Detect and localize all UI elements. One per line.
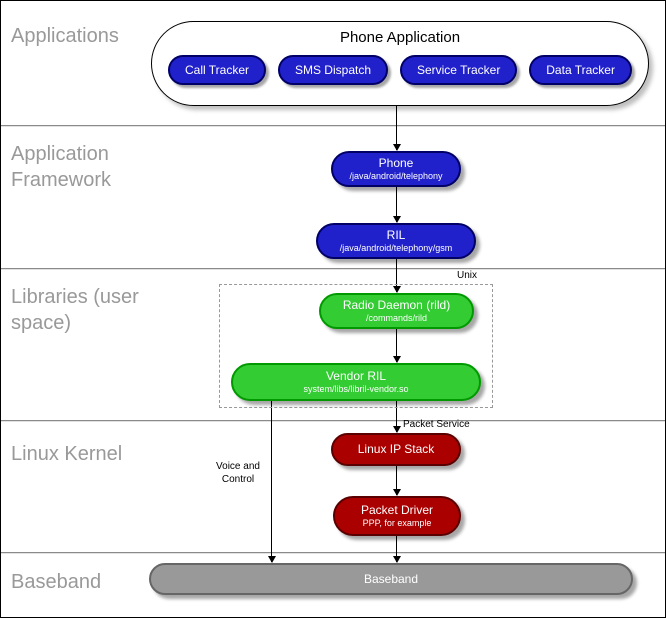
node-call-tracker: Call Tracker xyxy=(168,55,267,85)
arrow-phone-to-ril xyxy=(392,187,401,223)
node-phone-title: Phone xyxy=(378,156,414,171)
voice-and-control-label: Voice and Control xyxy=(216,461,260,485)
phone-application-title: Phone Application xyxy=(339,29,461,46)
app-pill-row: Call Tracker SMS Dispatch Service Tracke… xyxy=(152,55,648,85)
section-label-application-framework: Application Framework xyxy=(11,143,112,191)
node-packet-driver-subtitle: PPP, for example xyxy=(362,518,432,529)
divider-libraries-kernel xyxy=(1,420,665,422)
node-phone-subtitle: /java/android/telephony xyxy=(349,171,443,182)
packet-service-label: Packet Service xyxy=(403,419,470,430)
node-vendor-ril: Vendor RIL system/libs/libril-vendor.so xyxy=(231,363,481,401)
arrow-phoneapp-to-phone xyxy=(392,106,401,151)
node-phone: Phone /java/android/telephony xyxy=(331,151,461,187)
arrow-packet-driver-to-baseband xyxy=(392,536,401,563)
node-radio-daemon-subtitle: /commands/rild xyxy=(365,313,428,324)
node-radio-daemon: Radio Daemon (rild) /commands/rild xyxy=(319,293,474,329)
section-label-libraries: Libraries (user space) xyxy=(11,286,139,334)
arrow-vendor-ril-to-ip-stack xyxy=(392,401,401,433)
section-label-applications: Applications xyxy=(11,25,119,47)
node-packet-driver-title: Packet Driver xyxy=(360,503,434,518)
node-ril-subtitle: /java/android/telephony/gsm xyxy=(339,243,453,254)
divider-framework-libraries xyxy=(1,268,665,270)
node-vendor-ril-subtitle: system/libs/libril-vendor.so xyxy=(303,384,409,395)
node-vendor-ril-title: Vendor RIL xyxy=(325,369,387,384)
node-linux-ip-stack: Linux IP Stack xyxy=(331,433,461,466)
node-baseband-title: Baseband xyxy=(363,571,419,586)
phone-application-container: Phone Application Call Tracker SMS Dispa… xyxy=(151,21,649,106)
arrow-vendor-ril-to-baseband-voice xyxy=(267,401,276,563)
node-baseband: Baseband xyxy=(149,563,633,595)
unix-dashed-boundary xyxy=(219,284,493,408)
node-ril: RIL /java/android/telephony/gsm xyxy=(316,223,476,259)
node-data-tracker: Data Tracker xyxy=(529,55,632,85)
node-ril-title: RIL xyxy=(386,228,406,243)
arrow-radio-daemon-to-vendor-ril xyxy=(392,329,401,363)
arrow-ip-stack-to-packet-driver xyxy=(392,466,401,496)
node-service-tracker: Service Tracker xyxy=(399,55,518,85)
node-linux-ip-stack-title: Linux IP Stack xyxy=(357,442,435,456)
node-packet-driver: Packet Driver PPP, for example xyxy=(333,496,461,536)
divider-kernel-baseband xyxy=(1,552,665,554)
arrow-ril-to-radio-daemon xyxy=(392,259,401,293)
node-sms-dispatch: SMS Dispatch xyxy=(277,55,388,85)
section-label-baseband: Baseband xyxy=(11,571,102,593)
section-label-linux-kernel: Linux Kernel xyxy=(11,443,123,465)
divider-applications-framework xyxy=(1,125,665,127)
node-radio-daemon-title: Radio Daemon (rild) xyxy=(342,298,451,313)
unix-label: Unix xyxy=(457,270,478,281)
